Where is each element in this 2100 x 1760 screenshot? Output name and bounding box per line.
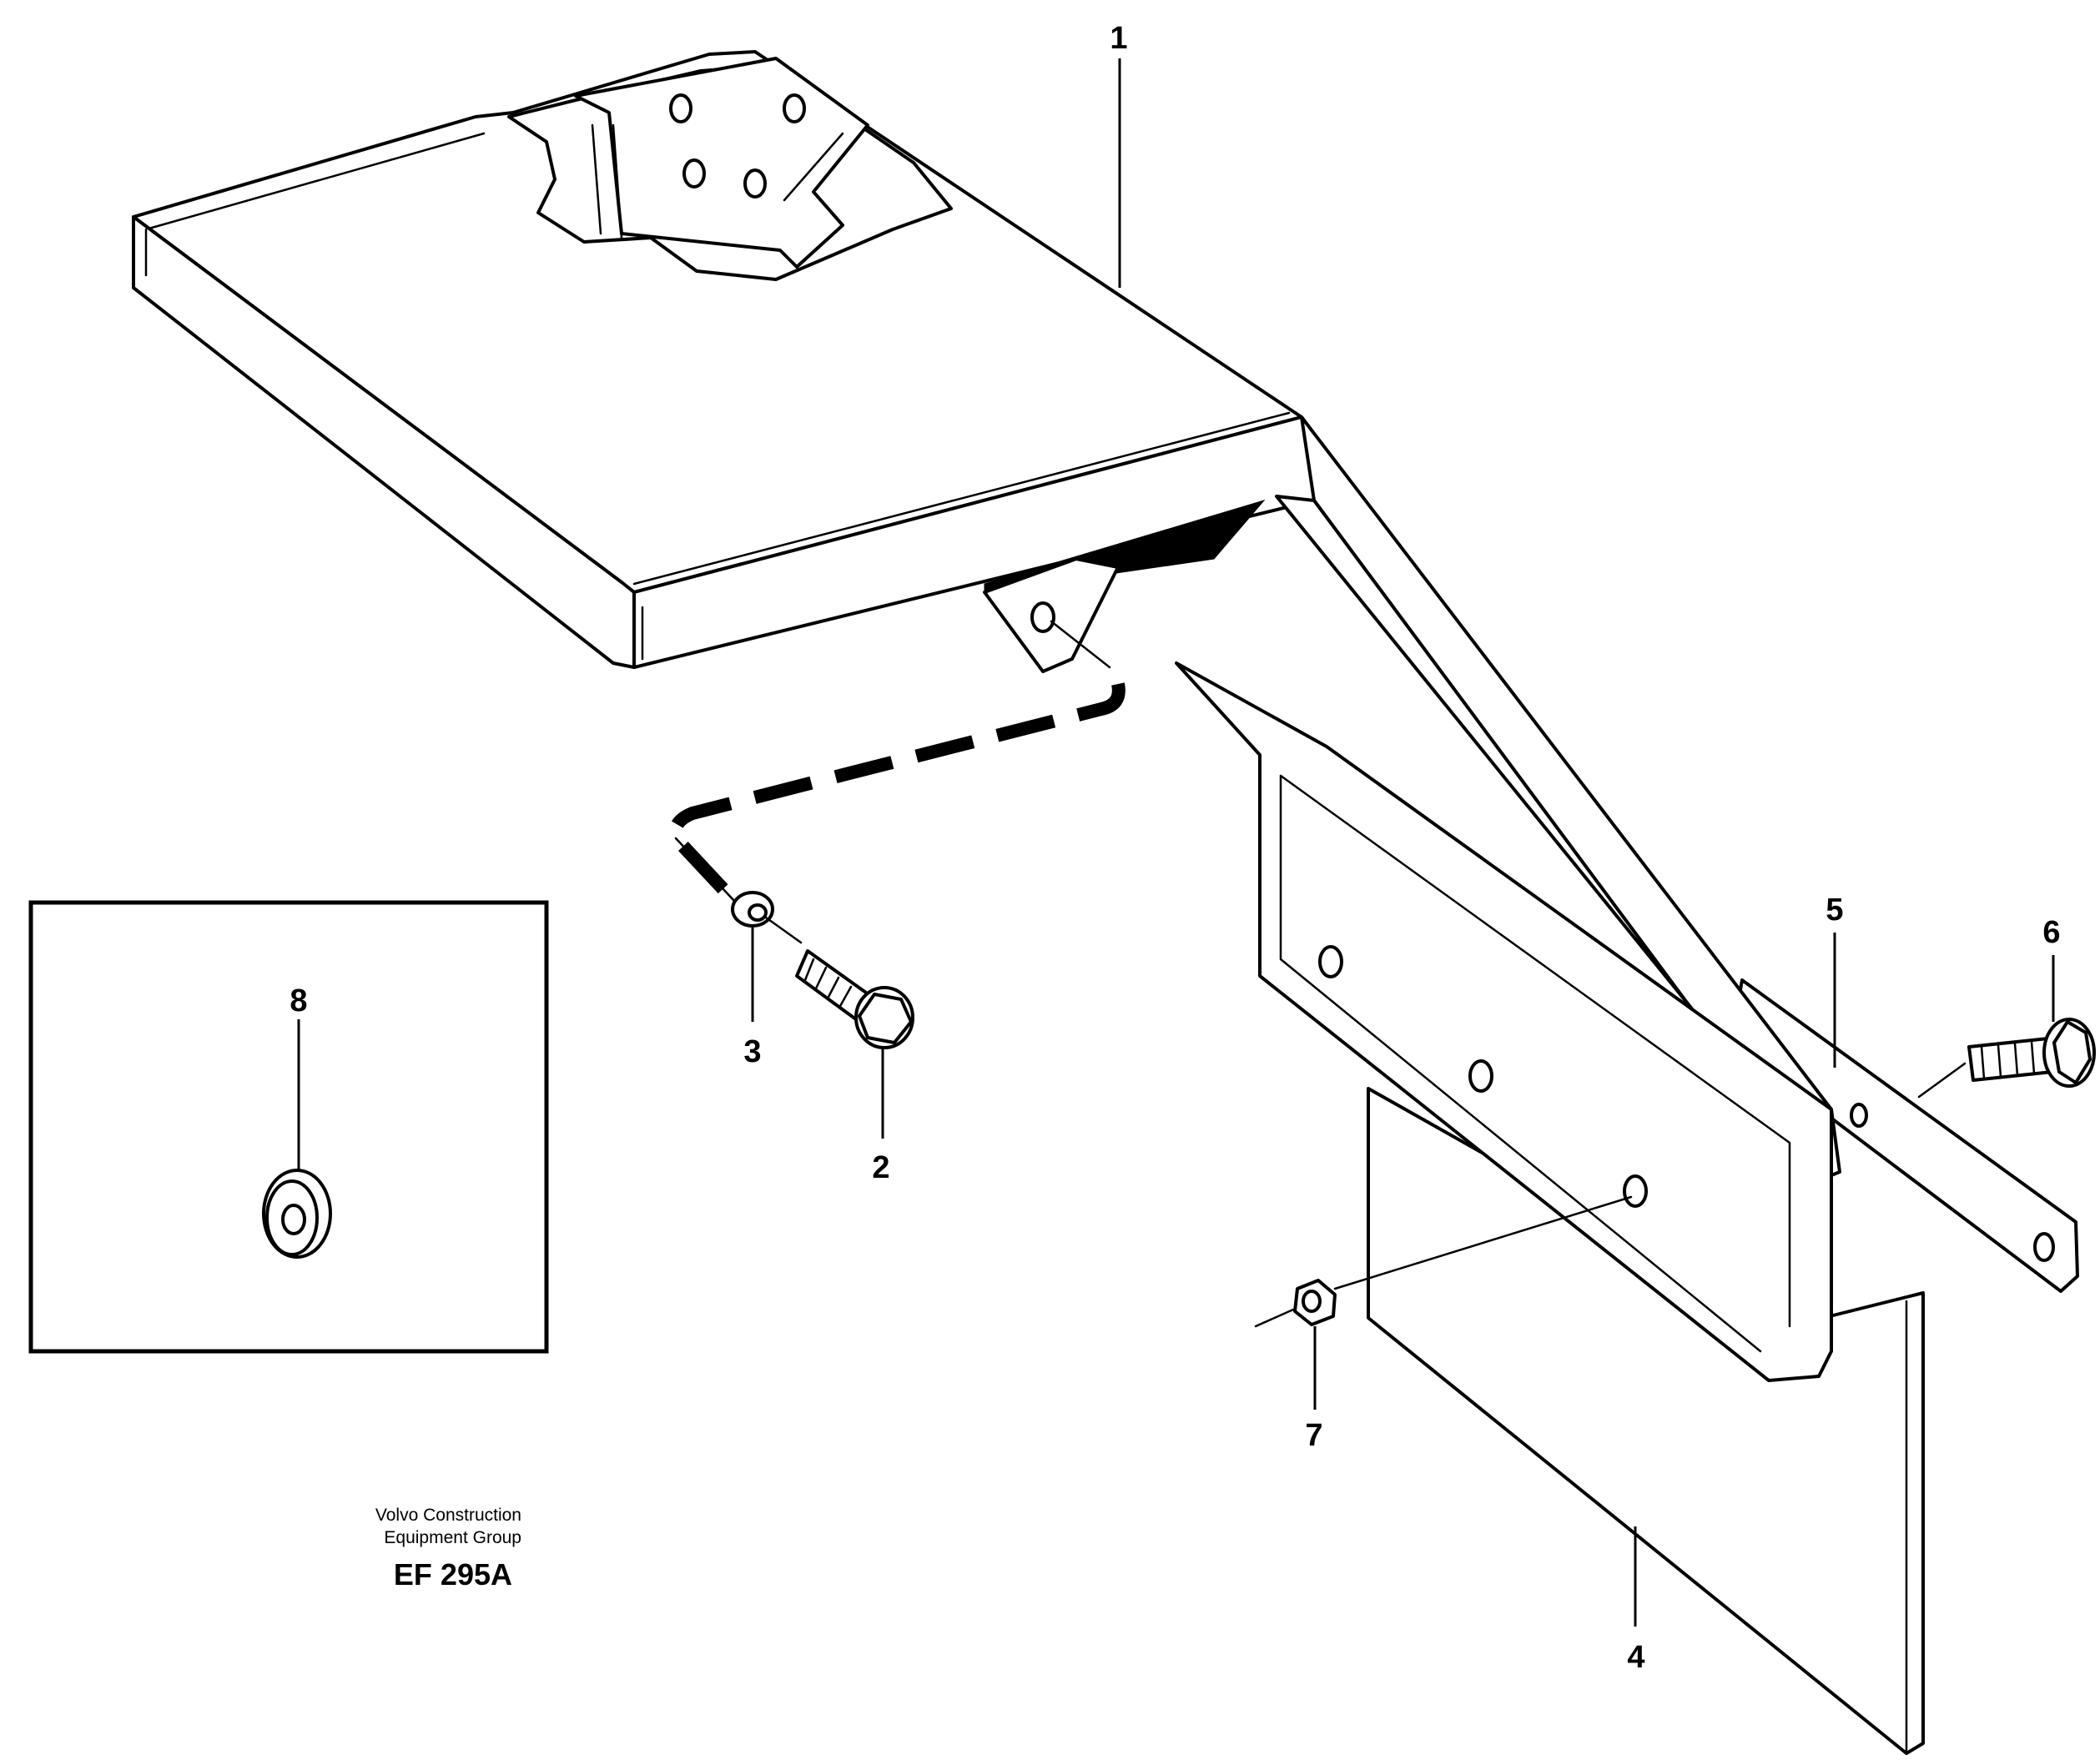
fender xyxy=(132,50,1841,1382)
caption-company-line1: Volvo Construction xyxy=(375,1506,521,1525)
callout-2: 2 xyxy=(872,1150,889,1185)
assembly-line-nut xyxy=(1333,1195,1633,1290)
callout-7: 7 xyxy=(1305,1418,1322,1453)
callout-6: 6 xyxy=(2042,915,2060,950)
caption-company-line2: Equipment Group xyxy=(384,1528,521,1547)
detail-inset xyxy=(28,900,549,1354)
assembly-line-dashed xyxy=(668,682,1126,906)
hex-nut xyxy=(1293,1279,1337,1326)
callout-4: 4 xyxy=(1627,1640,1644,1675)
assembly-line-thin xyxy=(674,837,736,903)
caption-figure-code: EF 295A xyxy=(394,1557,512,1592)
grommet xyxy=(262,1169,332,1259)
flange-screw xyxy=(795,949,914,1049)
callout-3: 3 xyxy=(743,1034,761,1069)
assembly-line-right xyxy=(1917,1062,1967,1099)
flange-screw-right xyxy=(1967,1018,2096,1088)
washer xyxy=(731,891,774,928)
callout-8: 8 xyxy=(290,983,307,1018)
callout-1: 1 xyxy=(1110,21,1127,56)
callout-5: 5 xyxy=(1826,893,1843,928)
